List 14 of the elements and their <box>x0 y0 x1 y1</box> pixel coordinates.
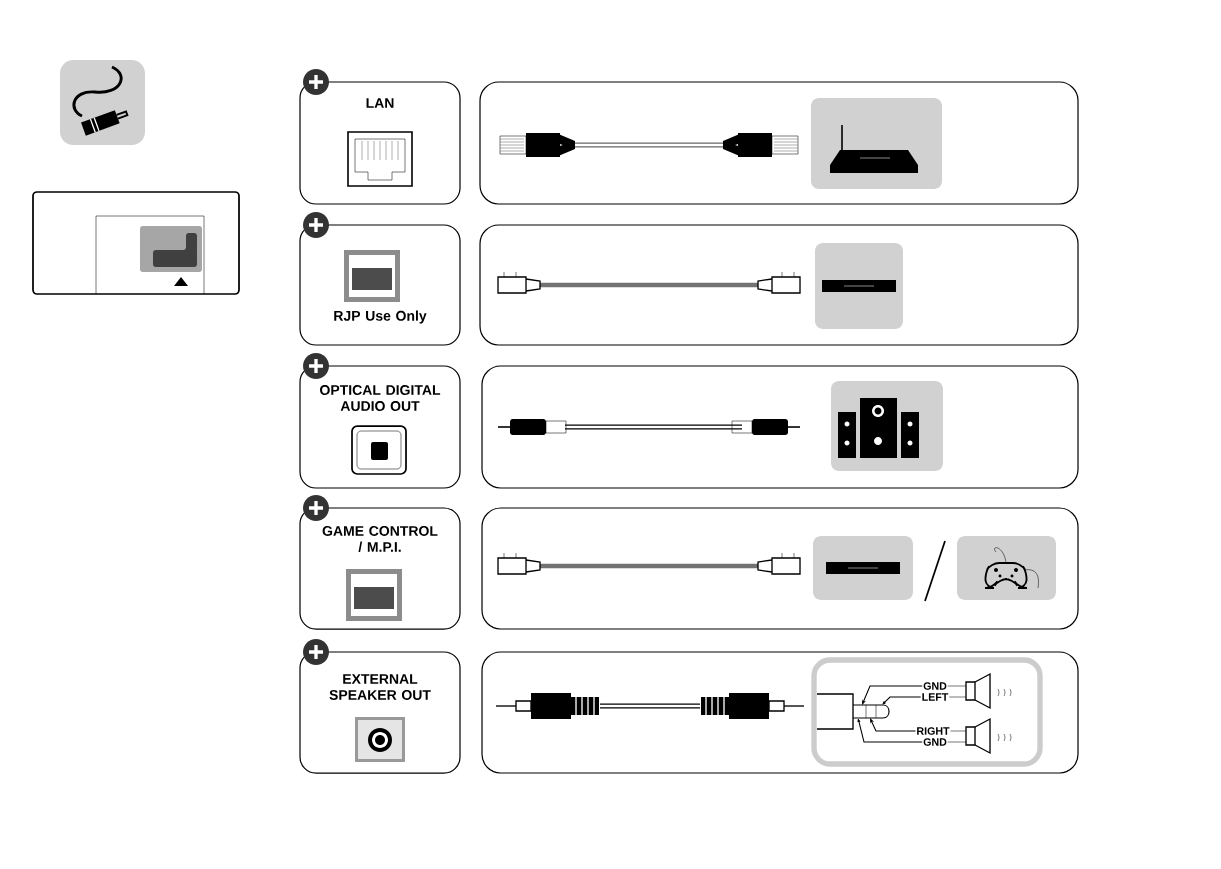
leader-line <box>870 718 916 732</box>
port-panel: RJP Use Only <box>299 224 461 346</box>
pin-label: LEFT <box>922 693 949 701</box>
pin-label: GND <box>923 738 947 746</box>
port-panel: LAN <box>299 81 461 205</box>
pin-label: GND <box>923 682 947 690</box>
port-panel: OPTICAL DIGITAL AUDIO OUT <box>299 365 461 489</box>
wiring-panel <box>811 657 1043 767</box>
port-panel: GAME CONTROL / M.P.I. <box>299 507 461 630</box>
port-panel: EXTERNAL SPEAKER OUT <box>299 651 461 774</box>
leader-line <box>882 696 922 705</box>
leader-line <box>862 685 923 705</box>
pin-label: RIGHT <box>917 727 950 735</box>
leader-line <box>857 718 923 743</box>
